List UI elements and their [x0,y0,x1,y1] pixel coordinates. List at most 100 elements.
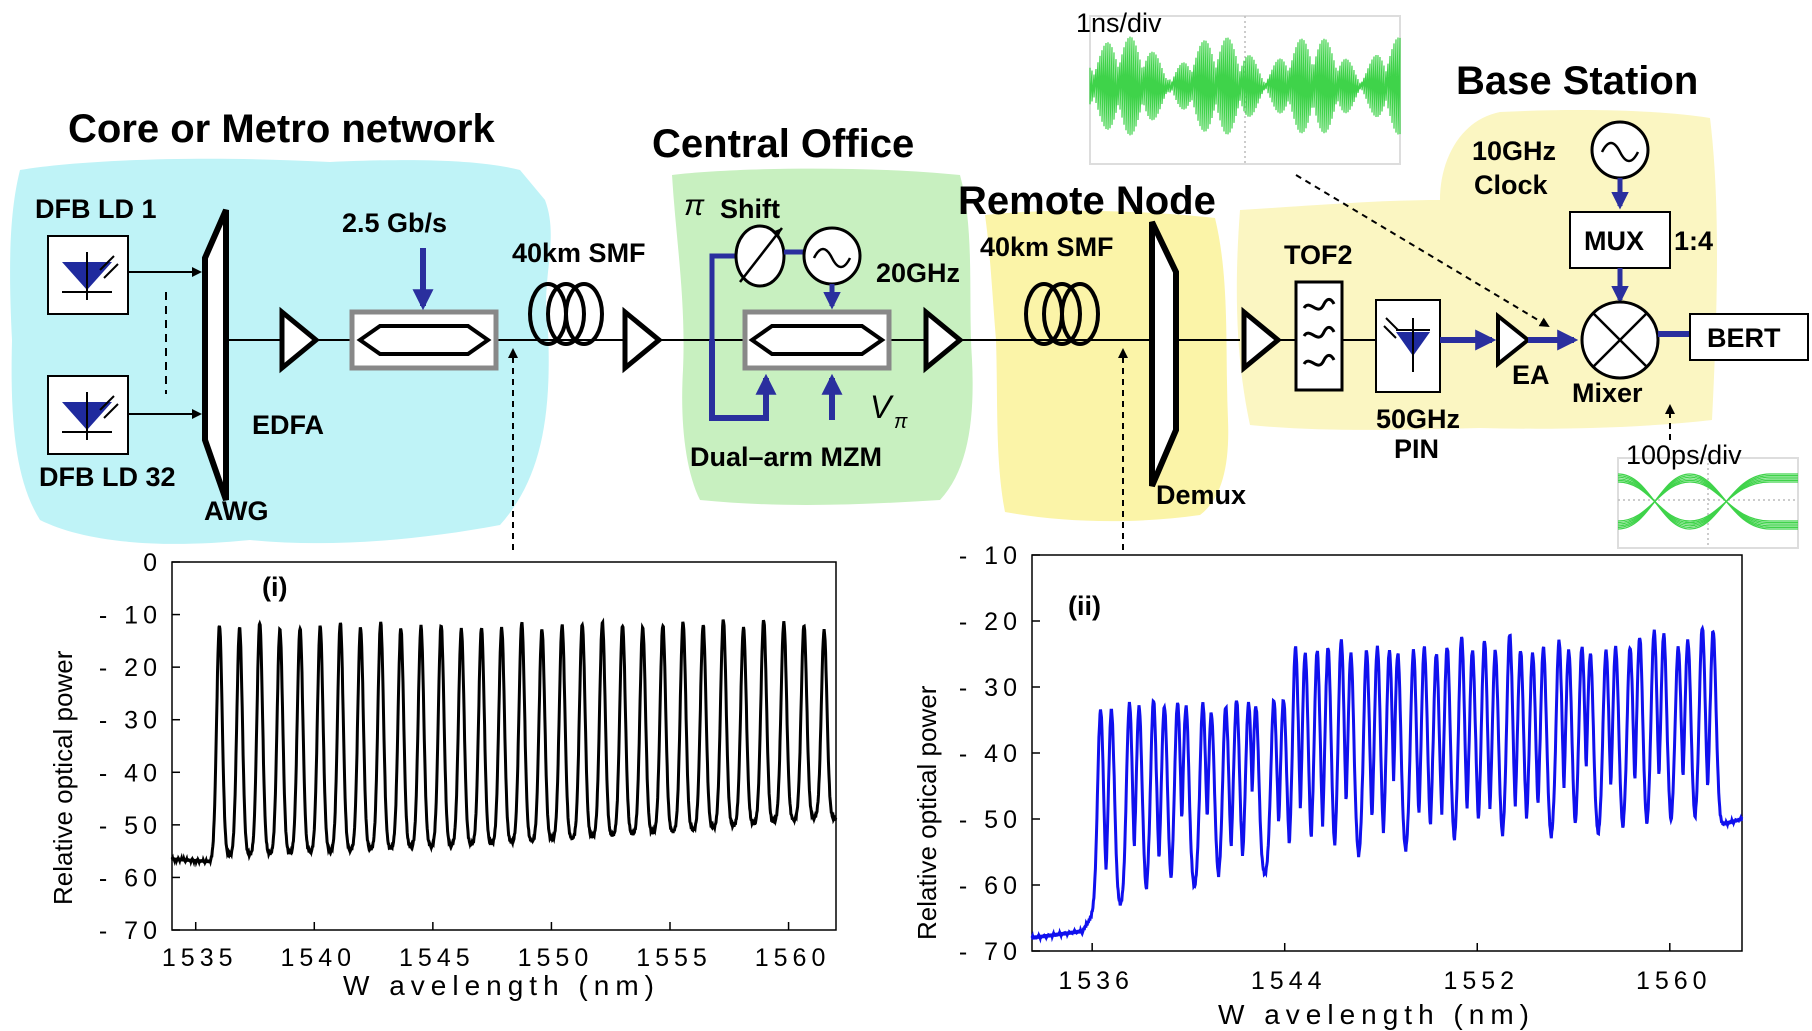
clock-frequency-label: 10GHz [1472,136,1556,166]
tunable-optical-filter [1294,280,1344,392]
vpi-subscript: π [894,411,908,433]
y-tick-label: - 40 [99,759,162,787]
x-tick-label: 1535 [162,944,238,972]
mux-box [1569,211,1671,269]
scope-timebase-1ns: 1ns/div [1076,8,1162,38]
rf-frequency-label: 20GHz [876,258,960,288]
rf-source-20ghz [802,226,862,286]
remote-node-title: Remote Node [958,179,1216,223]
demux [1149,220,1179,488]
dual-arm-mzm [742,309,892,371]
phase-shift-loop [709,253,736,340]
phase-shifter [734,224,786,288]
y-tick-label: - 20 [959,608,1022,636]
x-tick-label: 1550 [518,944,594,972]
vpi-label: V [870,389,894,425]
awg-label: AWG [204,496,269,526]
eye-trace [1617,479,1798,524]
y-tick-label: - 50 [99,812,162,840]
mixer-label: Mixer [1572,378,1643,408]
y-tick-label: - 50 [959,806,1022,834]
electrical-amplifier [1496,311,1532,369]
mzm-label: Dual–arm MZM [690,442,882,472]
edfa-amplifier-4 [1241,306,1282,374]
x-tick-label: 1536 [1058,967,1134,995]
y-tick-label: 0 [143,549,162,577]
burst-waveform [1089,36,1401,136]
chart-i-trace [170,617,838,868]
chart-i-annotation: (i) [262,572,287,602]
fiber-spool-1 [528,282,604,346]
bitrate-label: 2.5 Gb/s [342,208,447,238]
demux-label: Demux [1156,480,1246,510]
chart-ii-xlabel: W avelength (nm) [1218,999,1535,1030]
y-tick-label: - 60 [959,872,1022,900]
smf-1-label: 40km SMF [512,238,646,268]
clock-source-10ghz [1590,120,1650,180]
chart-i-frame [171,561,837,931]
chart-i-ylabel: Relative optical power [48,650,78,905]
chart-i-xlabel: W avelength (nm) [343,970,660,1001]
chart-ii-annotation: (ii) [1068,591,1101,621]
smf-2-label: 40km SMF [980,232,1114,262]
x-tick-label: 1560 [1636,967,1712,995]
pin-label: PIN [1394,434,1439,464]
mux-label: MUX [1584,226,1644,256]
pin-photodiode [1375,299,1441,393]
x-tick-label: 1540 [280,944,356,972]
mux-ratio-label: 1:4 [1674,226,1713,256]
dfb-ld-1-label: DFB LD 1 [35,194,157,224]
edfa-amplifier-3 [923,306,964,374]
eye-trace [1617,481,1798,522]
y-tick-label: - 30 [99,707,162,735]
awg-multiplexer [202,208,229,501]
core-network-title: Core or Metro network [68,107,495,151]
eye-trace [1617,478,1798,525]
y-tick-label: - 70 [959,938,1022,966]
x-tick-label: 1552 [1443,967,1519,995]
phase-shift-label: Shift [720,194,780,224]
base-station-title: Base Station [1456,59,1698,103]
eye-trace [1617,479,1798,524]
dfb-laser-32 [47,375,129,455]
edfa-amplifier-1 [279,306,320,374]
tof2-label: TOF2 [1284,240,1353,270]
chart-ii-trace [1030,624,1744,944]
chart-ii-ylabel: Relative optical power [912,685,942,940]
edfa-label: EDFA [252,410,324,440]
y-tick-label: - 10 [99,602,162,630]
eye-trace [1617,476,1798,527]
central-office-title: Central Office [652,122,914,166]
y-tick-label: - 10 [959,542,1022,570]
oscilloscope-trace-1ns [1089,15,1401,165]
x-tick-label: 1560 [755,944,831,972]
x-tick-label: 1545 [399,944,475,972]
y-tick-label: - 30 [959,674,1022,702]
mixer [1580,300,1660,380]
x-tick-label: 1544 [1251,967,1327,995]
fiber-spool-2 [1024,282,1100,346]
spectrum-chart-ii: - 10 - 20 - 30 - 40 - 50 - 60 - 70 1536 1544 1552… [912,542,1744,1030]
edfa-amplifier-2 [622,306,663,374]
data-modulator [349,309,499,371]
pi-symbol: π [684,189,705,222]
x-tick-label: 1555 [636,944,712,972]
y-tick-label: - 40 [959,740,1022,768]
y-tick-label: - 70 [99,917,162,945]
eye-diagram-scope [1617,457,1799,549]
eye-trace [1617,473,1798,530]
bert-box [1689,313,1809,361]
bert-label: BERT [1707,323,1781,353]
dfb-laser-1 [47,235,129,315]
scope-timebase-100ps: 100ps/div [1626,440,1742,470]
y-tick-label: - 20 [99,654,162,682]
eye-trace [1617,481,1798,522]
scope-1-pointer [1295,174,1550,328]
clock-label: Clock [1474,170,1549,200]
ea-label: EA [1512,360,1550,390]
mzm-bias-loop [709,340,777,421]
y-tick-label: - 60 [99,864,162,892]
pin-bandwidth-label: 50GHz [1376,404,1460,434]
